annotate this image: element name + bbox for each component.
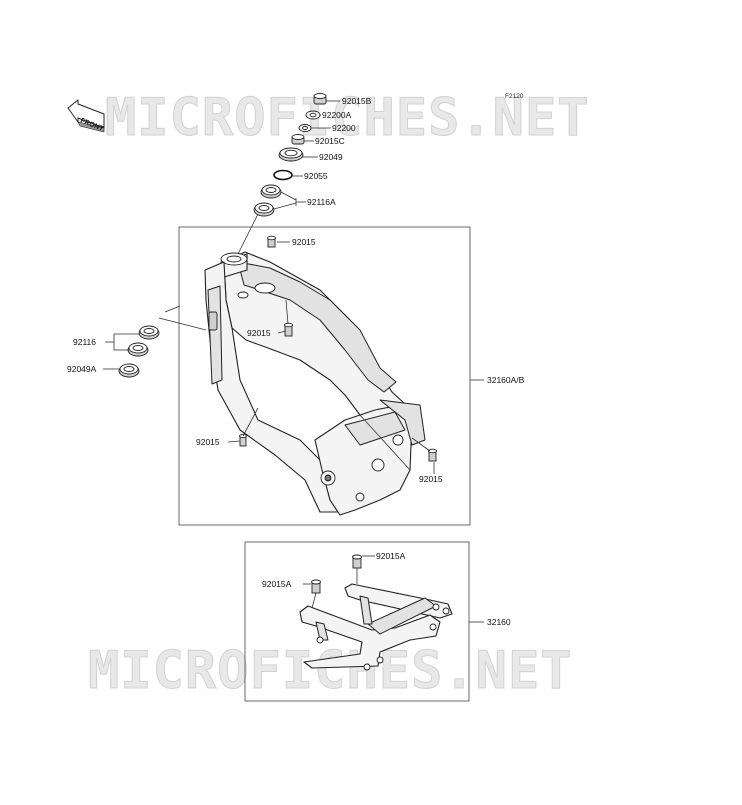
stem-leaders bbox=[237, 100, 340, 255]
label-92200A: 92200A bbox=[322, 110, 352, 120]
watermark-bottom: MICROFICHES.NET bbox=[88, 641, 573, 701]
label-92200: 92200 bbox=[332, 123, 356, 133]
label-92015A-left: 92015A bbox=[262, 579, 292, 589]
label-92015-right: 92015 bbox=[419, 474, 443, 484]
main-frame bbox=[204, 251, 426, 516]
label-32160: 32160 bbox=[487, 617, 511, 627]
label-92049: 92049 bbox=[319, 152, 343, 162]
sub-frame bbox=[299, 583, 453, 671]
label-92116: 92116 bbox=[73, 337, 96, 347]
lower-bearings bbox=[103, 305, 207, 378]
label-32160AB: 32160A/B bbox=[487, 375, 525, 385]
sub-frame-box bbox=[244, 541, 470, 702]
label-92015-left: 92015 bbox=[196, 437, 220, 447]
label-92015B: 92015B bbox=[342, 96, 372, 106]
label-92049A: 92049A bbox=[67, 364, 97, 374]
frame-leaders bbox=[227, 241, 435, 474]
front-arrow-icon: FRONT bbox=[67, 98, 105, 133]
steering-stem-parts bbox=[253, 93, 327, 217]
label-92116A: 92116A bbox=[307, 197, 336, 207]
label-92015A-top: 92015A bbox=[376, 551, 406, 561]
bolts-92015A bbox=[303, 554, 375, 609]
label-92015-top: 92015 bbox=[292, 237, 316, 247]
diagram-code: F2120 bbox=[505, 93, 524, 100]
label-92015-mid: 92015 bbox=[247, 328, 271, 338]
watermark-top: MICROFICHES.NET bbox=[105, 88, 590, 148]
label-92015C: 92015C bbox=[315, 136, 345, 146]
main-frame-box bbox=[178, 226, 471, 526]
label-92055: 92055 bbox=[304, 171, 328, 181]
